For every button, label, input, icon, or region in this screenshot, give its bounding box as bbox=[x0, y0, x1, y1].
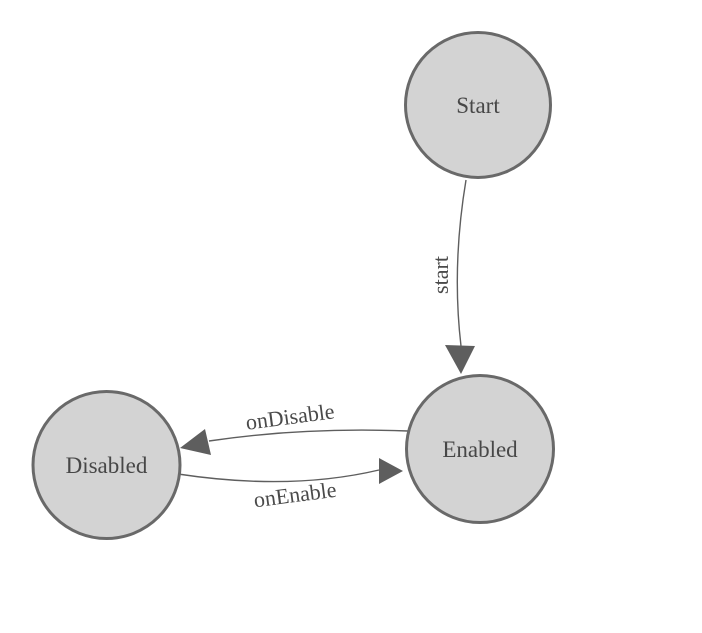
arrowhead-right-icon bbox=[379, 458, 403, 484]
state-node-enabled[interactable] bbox=[405, 374, 555, 524]
state-label-disabled: Disabled bbox=[66, 453, 148, 478]
edge-label-start: start bbox=[428, 256, 453, 294]
edge-enabled-to-disabled bbox=[208, 429, 409, 442]
state-label-enabled: Enabled bbox=[442, 437, 518, 462]
state-node-start[interactable] bbox=[404, 31, 552, 179]
arrowhead-left-icon bbox=[180, 429, 211, 455]
edge-start-to-enabled bbox=[456, 179, 467, 347]
state-label-start: Start bbox=[456, 93, 500, 118]
edge-disabled-to-enabled bbox=[177, 469, 380, 483]
arrowhead-down-icon bbox=[445, 345, 475, 374]
state-node-disabled[interactable] bbox=[31, 390, 182, 540]
edge-label-ondisable: onDisable bbox=[244, 398, 336, 434]
